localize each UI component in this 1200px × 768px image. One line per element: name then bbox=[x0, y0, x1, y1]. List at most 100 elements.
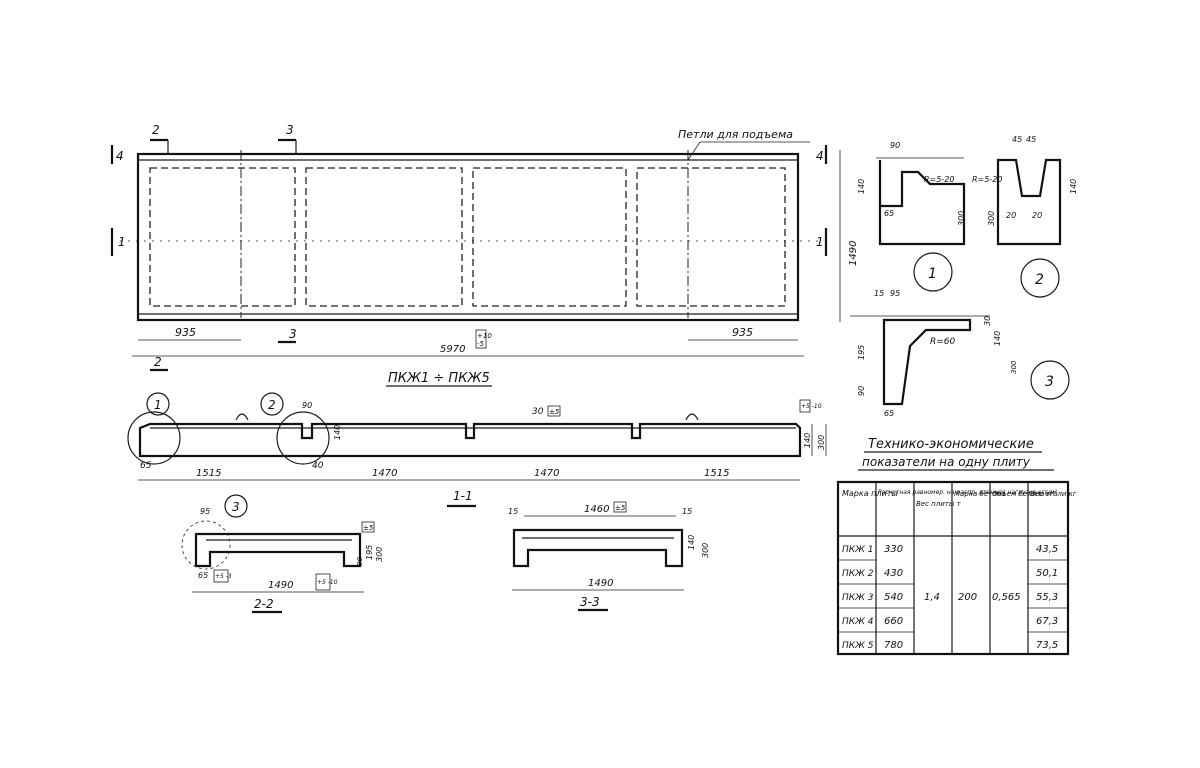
dim-65-22: 65 bbox=[198, 571, 208, 580]
table-title-2: показатели на одну плиту bbox=[862, 455, 1031, 469]
tol-11-b: +5 -10 bbox=[801, 403, 822, 410]
cut-mark-1-right: 1 bbox=[816, 235, 824, 249]
header-concrete: Марка бетона bbox=[954, 490, 1005, 498]
detail-2-label: 2 bbox=[1035, 272, 1044, 288]
cut-mark-4-left: 4 bbox=[116, 149, 124, 163]
detail-1-circle bbox=[913, 252, 953, 292]
dim-300-d1: 300 bbox=[957, 211, 966, 226]
cell-volume: 0,565 bbox=[992, 592, 1021, 603]
header-volume: Объем бетона м³ bbox=[992, 490, 1055, 498]
row-5-load: 780 bbox=[884, 640, 903, 651]
dim-20-d2-b: 20 bbox=[1032, 211, 1042, 220]
dim-45-d2-a: 45 bbox=[1012, 135, 1022, 144]
row-1-load: 330 bbox=[884, 544, 903, 555]
row-1-mark: ПКЖ 1 bbox=[842, 545, 873, 555]
dim-300-22: 300 bbox=[375, 547, 384, 562]
detail-1: 90 140 65 300 R=5-20 1 bbox=[857, 141, 966, 292]
dim-90-d3: 90 bbox=[857, 386, 866, 396]
panel-1 bbox=[149, 167, 296, 307]
dim-45-d2-b: 45 bbox=[1026, 135, 1036, 144]
callout-label-3-22: 3 bbox=[232, 500, 240, 514]
row-1-steel: 43,5 bbox=[1036, 544, 1058, 555]
dim-195-d3: 195 bbox=[857, 345, 866, 360]
row-4-load: 660 bbox=[884, 616, 903, 627]
dim-90-11: 90 bbox=[302, 401, 312, 410]
dim-15-d3: 15 bbox=[874, 289, 884, 298]
cut-mark-2-bottom: 2 bbox=[154, 355, 162, 369]
header-mark: Марка плиты bbox=[842, 489, 898, 498]
dim-140-d2: 140 bbox=[1069, 179, 1078, 194]
dim-1515-left: 1515 bbox=[196, 468, 221, 479]
dim-140-33: 140 bbox=[687, 535, 696, 550]
dim-height-1490: 1490 bbox=[848, 241, 859, 266]
section-1-1: 1 2 90 30 ±5 +5 -10 140 140 300 65 40 15… bbox=[127, 392, 827, 508]
panel-4 bbox=[636, 167, 786, 307]
detail-3: 15 95 195 90 65 30 140 300 R=60 3 bbox=[850, 289, 1070, 418]
tol-plan-a: +10 bbox=[477, 332, 492, 340]
dim-15-33-b: 15 bbox=[682, 507, 692, 516]
detail-3-label: 3 bbox=[1045, 374, 1054, 390]
dim-195-22: 195 bbox=[365, 545, 374, 560]
section-1-1-profile bbox=[138, 422, 802, 458]
dim-300-d2: 300 bbox=[987, 211, 996, 226]
detail-1-profile bbox=[878, 160, 966, 246]
dim-90-22: 90 bbox=[356, 557, 364, 566]
row-3-steel: 55,3 bbox=[1036, 592, 1058, 603]
dim-1490-22: 1490 bbox=[268, 580, 293, 591]
dim-20-d2-a: 20 bbox=[1006, 211, 1016, 220]
dim-95-d3: 95 bbox=[890, 289, 900, 298]
table-title-1: Технико-экономические bbox=[868, 437, 1034, 452]
dim-1460-33: 1460 bbox=[584, 504, 609, 515]
radius-d2: R=5-20 bbox=[972, 175, 1002, 184]
section-3-3: 1460 ±5 15 15 140 300 1490 3-3 bbox=[508, 501, 710, 612]
cut-mark-3-bottom: 3 bbox=[289, 327, 297, 341]
dim-95-22: 95 bbox=[200, 507, 210, 516]
dim-935-left: 935 bbox=[175, 326, 196, 339]
plan-title: ПКЖ1 ÷ ПКЖ5 bbox=[388, 371, 490, 386]
dim-90-d1: 90 bbox=[890, 141, 900, 150]
radius-d1: R=5-20 bbox=[924, 175, 954, 184]
dim-1470-1: 1470 bbox=[372, 468, 397, 479]
section-3-3-profile bbox=[512, 528, 684, 568]
callout-circle-2 bbox=[276, 411, 330, 465]
detail-2: 45 45 140 300 20 20 R=5-20 2 bbox=[972, 135, 1078, 298]
dim-140-d3: 140 bbox=[993, 331, 1002, 346]
dim-30-d3: 30 bbox=[983, 316, 992, 326]
cut-mark-1-left: 1 bbox=[118, 235, 126, 249]
dim-65-d1: 65 bbox=[884, 209, 894, 218]
dim-140-11-inner: 140 bbox=[333, 425, 342, 440]
callout-label-2: 2 bbox=[268, 398, 276, 412]
dim-65-11: 65 bbox=[140, 461, 152, 471]
slab-outline bbox=[136, 152, 800, 322]
table-frame bbox=[836, 480, 1070, 656]
cut-mark-2-top: 2 bbox=[152, 123, 160, 137]
detail-1-label: 1 bbox=[928, 266, 937, 282]
panel-3 bbox=[472, 167, 627, 307]
row-2-mark: ПКЖ 2 bbox=[842, 569, 874, 579]
tech-table: Технико-экономические показатели на одну… bbox=[836, 437, 1077, 656]
row-5-steel: 73,5 bbox=[1036, 640, 1058, 651]
dim-40-11: 40 bbox=[312, 461, 324, 471]
dim-935-right: 935 bbox=[732, 326, 753, 339]
row-5-mark: ПКЖ 5 bbox=[842, 641, 874, 651]
radius-d3: R=60 bbox=[930, 337, 956, 347]
detail-2-circle bbox=[1020, 258, 1060, 298]
row-2-load: 430 bbox=[884, 568, 903, 579]
dim-300-11: 300 bbox=[817, 435, 826, 450]
dim-300-33: 300 bbox=[701, 543, 710, 558]
panel-2 bbox=[305, 167, 463, 307]
tol-plan-b: -5 bbox=[477, 340, 485, 348]
tol-22-box: +5 -10 bbox=[317, 579, 338, 586]
row-3-mark: ПКЖ 3 bbox=[842, 593, 874, 603]
dim-140-d1: 140 bbox=[857, 179, 866, 194]
section-3-3-title: 3-3 bbox=[580, 595, 600, 609]
callout-label-1: 1 bbox=[154, 398, 162, 412]
cut-mark-4-right: 4 bbox=[816, 149, 824, 163]
plan-view: Петли для подъема 2 3 4 4 1 1 1490 935 9… bbox=[110, 123, 859, 387]
header-load: Расчетная равномер. на распр. дленная на… bbox=[878, 489, 1058, 496]
row-2-steel: 50,1 bbox=[1036, 568, 1058, 579]
cell-weight: 1,4 bbox=[924, 592, 940, 603]
detail-2-profile bbox=[996, 158, 1062, 246]
tol-22-a: ±5 bbox=[363, 524, 374, 532]
